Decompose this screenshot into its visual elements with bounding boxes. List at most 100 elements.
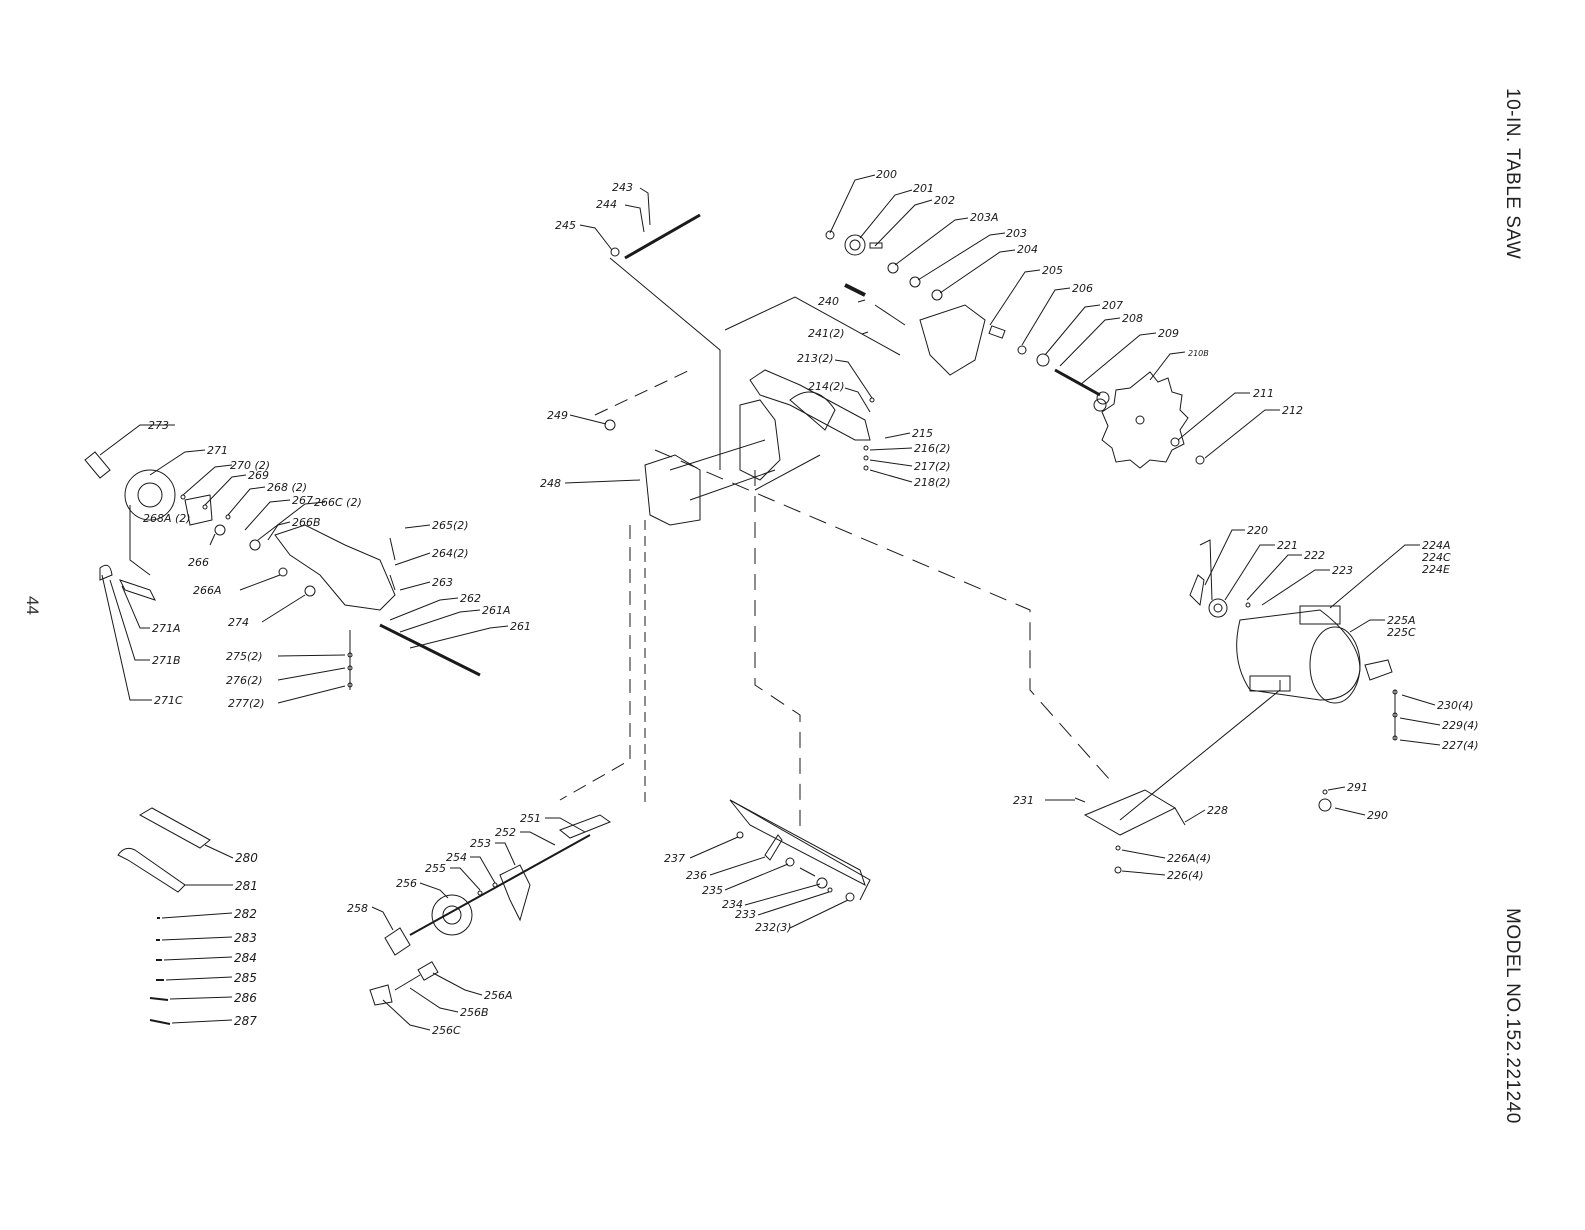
label-209: 209	[1158, 327, 1179, 340]
label-267: 267	[292, 494, 313, 507]
label-255: 255	[425, 862, 446, 875]
label-271a: 271A	[152, 622, 181, 635]
label-237: 237	[664, 852, 685, 865]
label-226: 226(4)	[1167, 869, 1204, 882]
label-256: 256	[396, 877, 417, 890]
label-231: 231	[1013, 794, 1034, 807]
label-220: 220	[1247, 524, 1268, 537]
left-bracket-assembly	[84, 451, 481, 688]
label-269: 269	[248, 469, 269, 482]
label-276: 276(2)	[226, 674, 263, 687]
label-213: 213(2)	[797, 352, 834, 365]
label-201: 201	[913, 182, 934, 195]
assembly-lines	[129, 257, 1396, 901]
label-210b: 210B	[1188, 349, 1209, 358]
label-228: 228	[1207, 804, 1228, 817]
label-253: 253	[470, 837, 491, 850]
bevel-lock-assembly	[729, 799, 866, 902]
label-226a: 226A(4)	[1167, 852, 1211, 865]
label-285: 285	[234, 971, 257, 985]
label-248: 248	[540, 477, 561, 490]
label-225a: 225A	[1387, 614, 1416, 627]
model-number: MODEL NO.152.221240	[1502, 908, 1523, 1124]
label-290: 290	[1367, 809, 1388, 822]
label-286: 286	[234, 991, 257, 1005]
label-273: 273	[148, 419, 169, 432]
tools-group	[117, 807, 211, 1025]
label-216: 216(2)	[914, 442, 951, 455]
label-261: 261	[510, 620, 531, 633]
label-204: 204	[1017, 243, 1038, 256]
label-218: 218(2)	[914, 476, 951, 489]
label-203: 203	[1006, 227, 1027, 240]
label-287: 287	[234, 1014, 257, 1028]
label-282: 282	[234, 907, 257, 921]
label-215: 215	[912, 427, 933, 440]
label-206: 206	[1072, 282, 1093, 295]
label-284: 284	[234, 951, 257, 965]
label-214: 214(2)	[808, 380, 845, 393]
label-270: 270 (2)	[230, 459, 270, 472]
label-271c: 271C	[154, 694, 183, 707]
label-207: 207	[1102, 299, 1123, 312]
label-249: 249	[547, 409, 568, 422]
label-266b: 266B	[292, 516, 321, 529]
label-222: 222	[1304, 549, 1325, 562]
label-212: 212	[1282, 404, 1303, 417]
label-235: 235	[702, 884, 723, 897]
label-202: 202	[934, 194, 955, 207]
label-227: 227(4)	[1442, 739, 1479, 752]
motor-mount-plate	[1074, 689, 1398, 874]
label-256a: 256A	[484, 989, 513, 1002]
label-243: 243	[612, 181, 633, 194]
leader-lines	[99, 174, 1441, 1031]
label-277: 277(2)	[228, 697, 265, 710]
label-236: 236	[686, 869, 707, 882]
label-258: 258	[347, 902, 368, 915]
label-224a: 224A	[1422, 539, 1451, 552]
label-265: 265(2)	[432, 519, 469, 532]
label-252: 252	[495, 826, 516, 839]
label-263: 263	[432, 576, 453, 589]
label-223: 223	[1332, 564, 1353, 577]
label-224e: 224E	[1422, 563, 1450, 576]
label-221: 221	[1277, 539, 1298, 552]
label-230: 230(4)	[1437, 699, 1474, 712]
label-225c: 225C	[1387, 626, 1416, 639]
tilt-handwheel-assembly	[369, 814, 612, 1006]
label-233: 233	[735, 908, 756, 921]
label-244: 244	[596, 198, 617, 211]
label-256c: 256C	[432, 1024, 461, 1037]
label-256b: 256B	[460, 1006, 489, 1019]
motor-assembly	[1189, 539, 1393, 704]
label-211: 211	[1253, 387, 1274, 400]
label-271: 271	[207, 444, 228, 457]
label-254: 254	[446, 851, 467, 864]
label-205: 205	[1042, 264, 1063, 277]
label-217: 217(2)	[914, 460, 951, 473]
label-266a: 266A	[193, 584, 222, 597]
label-268a: 268A (2)	[143, 512, 191, 525]
label-268: 268 (2)	[267, 481, 307, 494]
part-labels: 200 201 202 203A 203 204 205 206 207 208…	[143, 168, 1479, 1037]
label-232: 232(3)	[755, 921, 792, 934]
label-262: 262	[460, 592, 481, 605]
label-275: 275(2)	[226, 650, 263, 663]
label-241: 241(2)	[808, 327, 845, 340]
label-208: 208	[1122, 312, 1143, 325]
label-274: 274	[228, 616, 249, 629]
label-266c: 266C (2)	[314, 496, 362, 509]
label-245: 245	[555, 219, 576, 232]
arbor-assembly	[825, 230, 1205, 469]
trunnion-assembly	[604, 213, 875, 526]
label-281: 281	[235, 879, 258, 893]
page-title: 10-IN. TABLE SAW	[1502, 88, 1523, 260]
label-291: 291	[1347, 781, 1368, 794]
label-229: 229(4)	[1442, 719, 1479, 732]
label-271b: 271B	[152, 654, 181, 667]
label-264: 264(2)	[432, 547, 469, 560]
label-280: 280	[235, 851, 258, 865]
label-266: 266	[188, 556, 209, 569]
